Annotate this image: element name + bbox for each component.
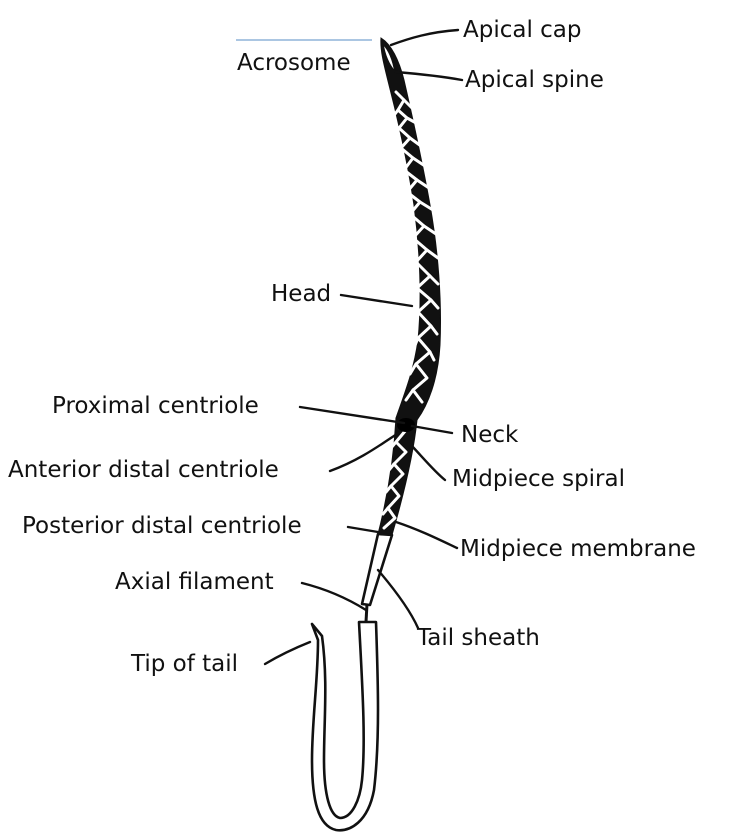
sperm-midpiece [378, 418, 417, 535]
label-midpiece-spiral: Midpiece spiral [452, 468, 625, 491]
leader-tail-sheath [378, 570, 418, 628]
leader-proximal-centriole [300, 407, 404, 423]
leader-axial-filament [302, 583, 366, 610]
label-head: Head [271, 283, 331, 306]
leader-anterior-distal-centriole [330, 432, 400, 471]
label-anterior-distal-centriole: Anterior distal centriole [8, 459, 279, 482]
label-axial-filament: Axial filament [115, 571, 274, 594]
leader-apical-spine [396, 72, 462, 80]
leader-apical-cap [391, 30, 458, 45]
sperm-head [381, 38, 441, 420]
axial-filament [366, 604, 367, 622]
label-tip-of-tail: Tip of tail [131, 653, 238, 676]
label-proximal-centriole: Proximal centriole [52, 395, 259, 418]
leader-neck [412, 426, 452, 433]
label-midpiece-membrane: Midpiece membrane [460, 538, 696, 561]
label-tail-sheath: Tail sheath [417, 627, 540, 650]
label-posterior-distal-centriole: Posterior distal centriole [22, 515, 302, 538]
sperm-tail [312, 622, 378, 830]
leader-midpiece-spiral [412, 446, 445, 480]
label-apical-spine: Apical spine [465, 69, 604, 92]
leader-posterior-distal-centriole [348, 527, 378, 532]
label-acrosome: Acrosome [237, 52, 351, 75]
leader-tip-of-tail [265, 642, 310, 664]
label-neck: Neck [461, 424, 518, 447]
leader-head [341, 295, 412, 306]
leader-midpiece-membrane [396, 522, 457, 548]
label-apical-cap: Apical cap [463, 19, 582, 42]
